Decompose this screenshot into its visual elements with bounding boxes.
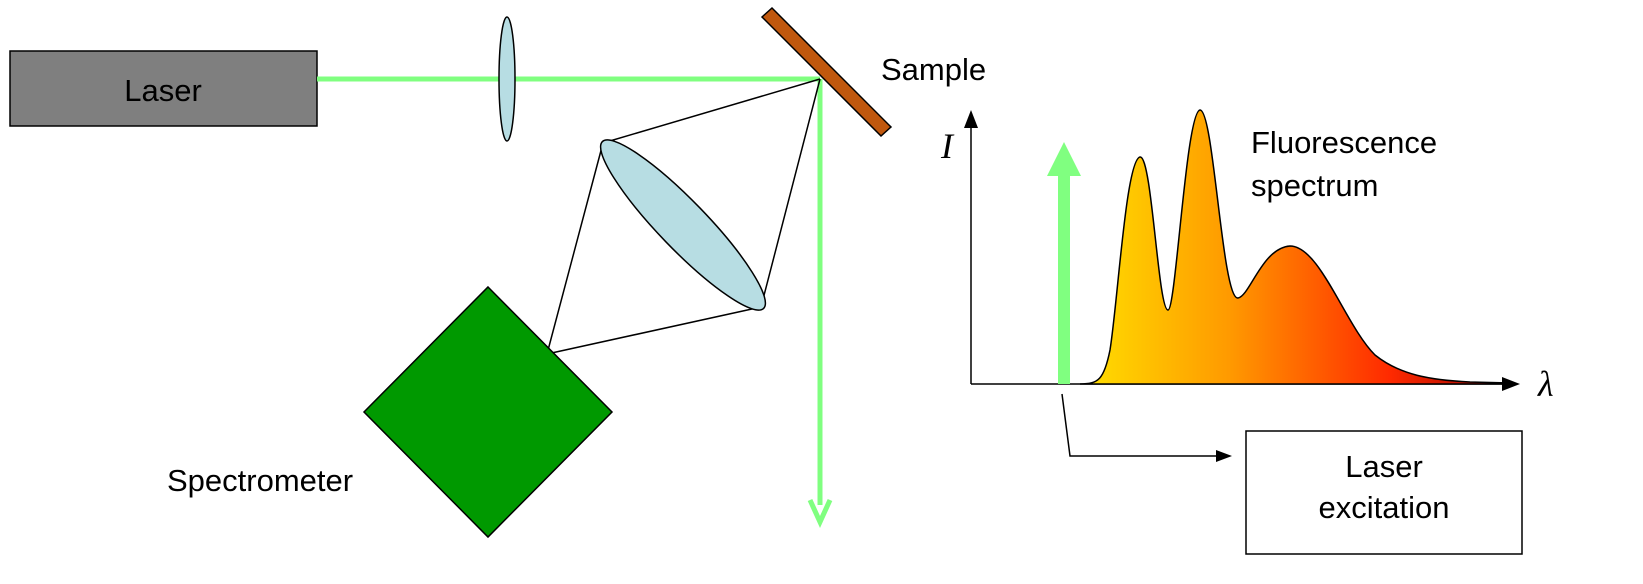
laser-beam-reflected <box>807 79 833 529</box>
sample-label: Sample <box>881 52 986 87</box>
laser-label: Laser <box>124 73 202 108</box>
laser-source: Laser <box>9 50 318 127</box>
collection-lens-icon <box>599 139 767 311</box>
laser-excitation-peak <box>1047 142 1081 384</box>
collection-rays <box>546 78 821 355</box>
fluorescence-label-line1: Fluorescence <box>1251 125 1437 160</box>
fluorescence-label-line2: spectrum <box>1251 168 1378 203</box>
excitation-label-line1: Laser <box>1345 449 1423 484</box>
excitation-label-line2: excitation <box>1319 490 1450 525</box>
focusing-lens-icon <box>498 16 516 142</box>
fluorescence-spectrum-curve <box>1079 109 1511 385</box>
excitation-label-box: Laser excitation <box>1245 430 1523 555</box>
wavelength-axis-label: λ <box>1537 364 1554 404</box>
intensity-axis-label: I <box>940 126 955 166</box>
spectrometer-label: Spectrometer <box>167 463 353 498</box>
excitation-callout <box>1061 393 1232 462</box>
spectrometer-icon <box>362 285 614 539</box>
sample-plate <box>760 6 893 138</box>
